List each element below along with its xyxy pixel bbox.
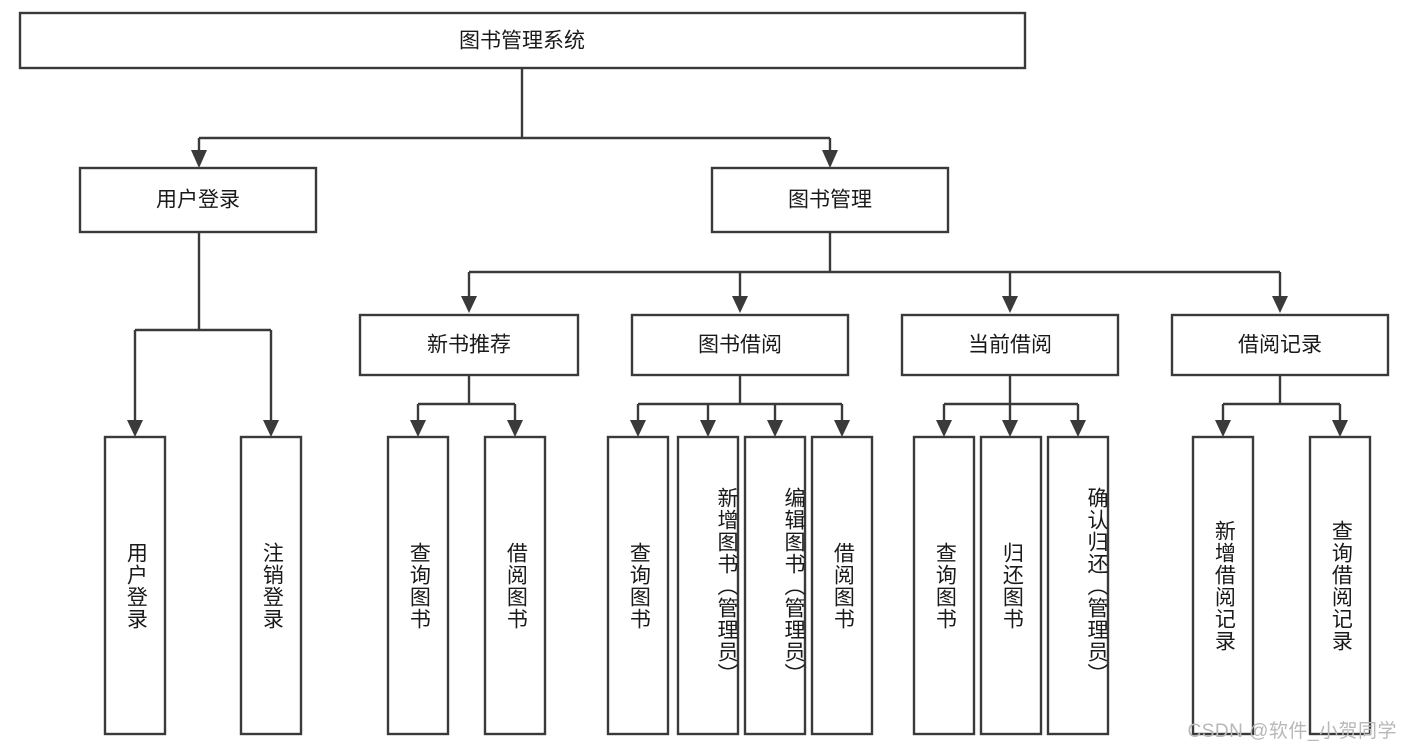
node-root[interactable]: 图书管理系统 [18,11,1027,70]
node-book-borrow-box[interactable] [630,313,850,377]
leaf-box-confirm-return[interactable] [1046,435,1110,736]
arrow-leaf-query-book-1 [410,420,426,437]
node-borrow-record-label: 借阅记录 [1238,334,1322,357]
node-book-manage-box[interactable] [710,166,950,234]
node-book-borrow-label: 图书借阅 [698,334,782,357]
csdn-watermark: CSDN @软件_小贺同学 [1187,721,1397,742]
node-borrow-record-box[interactable] [1170,313,1390,377]
leaf-box-logout[interactable] [239,435,303,736]
node-book-manage-label: 图书管理 [788,189,872,212]
node-new-book-rec-box[interactable] [358,313,580,377]
arrow-leaf-query-book-3 [936,420,952,437]
node-user-login-label: 用户登录 [156,189,240,212]
arrow-leaf-borrow-book-2 [834,420,850,437]
leaf-box-query-record[interactable] [1308,435,1372,736]
arrow-user-login [191,150,207,168]
node-borrow-record[interactable]: 借阅记录 [1170,313,1390,377]
arrow-borrow-record [1272,296,1288,313]
leaf-box-return-book[interactable] [979,435,1043,736]
node-current-borrow-box[interactable] [900,313,1120,377]
leaf-box-borrow-book-2[interactable] [810,435,874,736]
arrow-leaf-query-book-2 [630,420,646,437]
node-current-borrow[interactable]: 当前借阅 [900,313,1120,377]
node-user-login[interactable]: 用户登录 [78,166,318,234]
arrow-leaf-borrow-book-1 [507,420,523,437]
arrow-current-borrow [1002,296,1018,313]
arrow-leaf-edit-book [767,420,783,437]
arrow-leaf-return-book [1002,420,1018,437]
node-book-borrow[interactable]: 图书借阅 [630,313,850,377]
node-user-login-box[interactable] [78,166,318,234]
leaf-box-user-login[interactable] [103,435,167,736]
arrow-leaf-user-login [127,420,143,437]
arrow-leaf-confirm-return [1070,420,1086,437]
arrow-leaf-query-record [1332,420,1348,437]
leaf-box-query-book-3[interactable] [912,435,976,736]
arrow-book-manage [822,150,838,168]
leaf-box-edit-book[interactable] [743,435,807,736]
leaf-box-query-book-1[interactable] [386,435,450,736]
arrow-leaf-logout [263,420,279,437]
node-book-manage[interactable]: 图书管理 [710,166,950,234]
nodes-layer: 图书管理系统 用户登录 图书管理 新书推荐 图书借阅 当前借阅 [18,11,1390,736]
leaf-box-add-record[interactable] [1191,435,1255,736]
leaf-box-add-book[interactable] [676,435,740,736]
leaf-box-query-book-2[interactable] [606,435,670,736]
edges-layer [127,68,1348,437]
node-current-borrow-label: 当前借阅 [968,334,1052,357]
arrow-new-book-rec [461,296,477,313]
node-new-book-rec-label: 新书推荐 [427,334,511,357]
leaf-box-borrow-book-1[interactable] [483,435,547,736]
node-root-label: 图书管理系统 [459,30,585,53]
arrow-leaf-add-book [700,420,716,437]
arrow-book-borrow [732,296,748,313]
node-new-book-rec[interactable]: 新书推荐 [358,313,580,377]
arrow-leaf-add-record [1215,420,1231,437]
node-root-box[interactable] [18,11,1027,70]
